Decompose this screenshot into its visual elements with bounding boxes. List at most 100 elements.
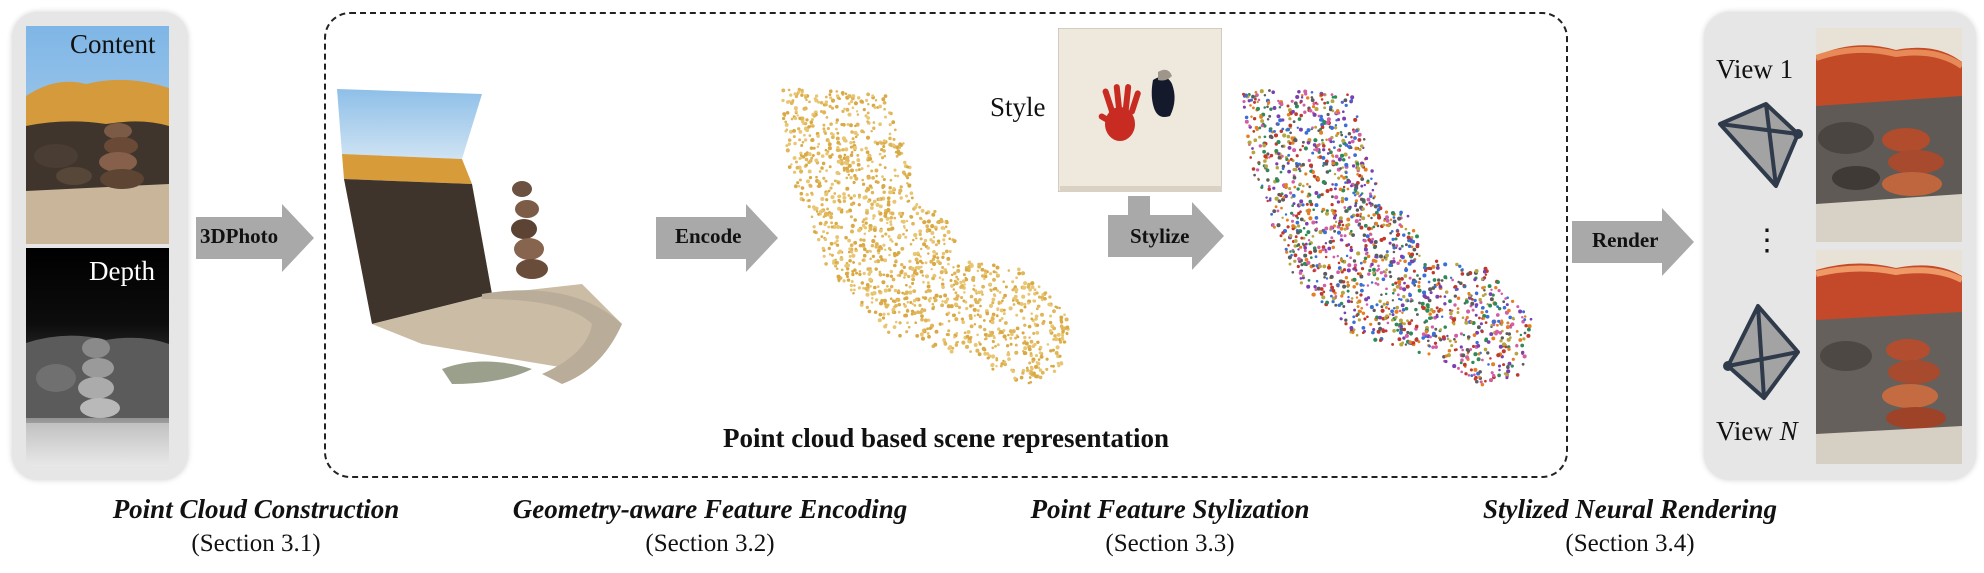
cloud-point	[1390, 309, 1394, 314]
cloud-point	[997, 273, 1000, 277]
cloud-point	[870, 129, 873, 133]
cloud-point	[1400, 277, 1404, 281]
cloud-point	[860, 148, 864, 152]
cloud-point	[1286, 161, 1290, 165]
cloud-point	[947, 311, 951, 315]
cloud-point	[808, 184, 813, 188]
cloud-point	[1363, 223, 1368, 228]
cloud-point	[858, 262, 862, 266]
cloud-point	[1045, 357, 1049, 361]
cloud-point	[1515, 373, 1520, 377]
cloud-point	[808, 175, 813, 180]
cloud-point	[820, 154, 825, 158]
cloud-point	[830, 225, 834, 229]
cloud-point	[1014, 343, 1018, 347]
cloud-point	[1299, 281, 1304, 285]
cloud-point	[1291, 193, 1296, 198]
cloud-point	[1244, 115, 1249, 120]
cloud-point	[1398, 309, 1402, 313]
cloud-point	[933, 298, 938, 303]
cloud-point	[1034, 314, 1039, 319]
cloud-point	[919, 247, 923, 251]
cloud-point	[1448, 339, 1452, 343]
cloud-point	[1002, 334, 1007, 339]
cloud-point	[907, 172, 912, 177]
cloud-point	[1301, 162, 1306, 167]
cloud-point	[908, 290, 913, 295]
cloud-point	[1372, 213, 1376, 217]
cloud-point	[915, 272, 919, 276]
cloud-point	[1336, 254, 1340, 258]
cloud-point	[1001, 299, 1004, 303]
cloud-point	[1290, 196, 1293, 199]
cloud-point	[916, 310, 920, 314]
cloud-point	[1406, 214, 1410, 218]
cloud-point	[1364, 156, 1369, 161]
cloud-point	[1289, 131, 1292, 135]
cloud-point	[1448, 309, 1452, 312]
cloud-point	[1471, 308, 1475, 312]
cloud-point	[923, 238, 928, 243]
cloud-point	[1506, 337, 1511, 342]
cloud-point	[1437, 309, 1441, 313]
cloud-point	[1286, 113, 1291, 117]
cloud-point	[945, 250, 948, 254]
cloud-point	[992, 334, 995, 338]
cloud-point	[907, 274, 911, 279]
cloud-point	[1329, 289, 1332, 292]
cloud-point	[1407, 261, 1412, 266]
cloud-point	[1346, 187, 1350, 191]
cloud-point	[933, 342, 938, 347]
cloud-point	[1498, 368, 1501, 372]
cloud-point	[865, 305, 869, 310]
cloud-point	[1297, 162, 1302, 166]
cloud-point	[1383, 274, 1388, 278]
cloud-point	[1326, 101, 1330, 105]
cloud-point	[1486, 340, 1491, 344]
cloud-point	[1301, 242, 1305, 246]
cloud-point	[1470, 301, 1475, 306]
cloud-point	[1298, 245, 1303, 249]
cloud-point	[1408, 293, 1413, 298]
cloud-point	[1435, 265, 1440, 270]
cloud-point	[819, 110, 823, 113]
cloud-point	[866, 120, 869, 123]
cloud-point	[1385, 223, 1389, 227]
cloud-point	[828, 253, 832, 256]
cloud-point	[1399, 324, 1403, 329]
cloud-point	[1022, 285, 1027, 290]
cloud-point	[985, 311, 990, 316]
cloud-point	[1496, 353, 1501, 358]
cloud-point	[1490, 288, 1493, 292]
cloud-point	[1486, 351, 1490, 355]
cloud-point	[835, 118, 839, 122]
cloud-point	[812, 230, 817, 234]
cloud-point	[1367, 226, 1371, 231]
cloud-point	[1407, 244, 1412, 249]
cloud-point	[1343, 98, 1348, 103]
cloud-point	[824, 192, 829, 197]
cloud-point	[1456, 296, 1461, 301]
cloud-point	[810, 215, 814, 219]
cloud-point	[1301, 93, 1304, 97]
cloud-point	[875, 202, 880, 207]
cloud-point	[1323, 106, 1327, 110]
cloud-point	[910, 266, 915, 271]
cloud-point	[1372, 267, 1376, 272]
cloud-point	[907, 199, 911, 203]
cloud-point	[1375, 303, 1379, 307]
cloud-point	[809, 120, 814, 125]
cloud-point	[1370, 177, 1373, 180]
cloud-point	[1339, 258, 1344, 262]
cloud-point	[1407, 231, 1411, 235]
cloud-point	[820, 235, 824, 238]
cloud-point	[1318, 118, 1323, 122]
cloud-point	[1400, 244, 1404, 248]
cloud-point	[946, 304, 951, 309]
cloud-point	[856, 153, 860, 157]
cloud-point	[1266, 152, 1270, 156]
cloud-point	[1040, 370, 1045, 375]
cloud-point	[1052, 309, 1056, 314]
cloud-point	[956, 277, 960, 281]
cloud-point	[936, 256, 940, 260]
